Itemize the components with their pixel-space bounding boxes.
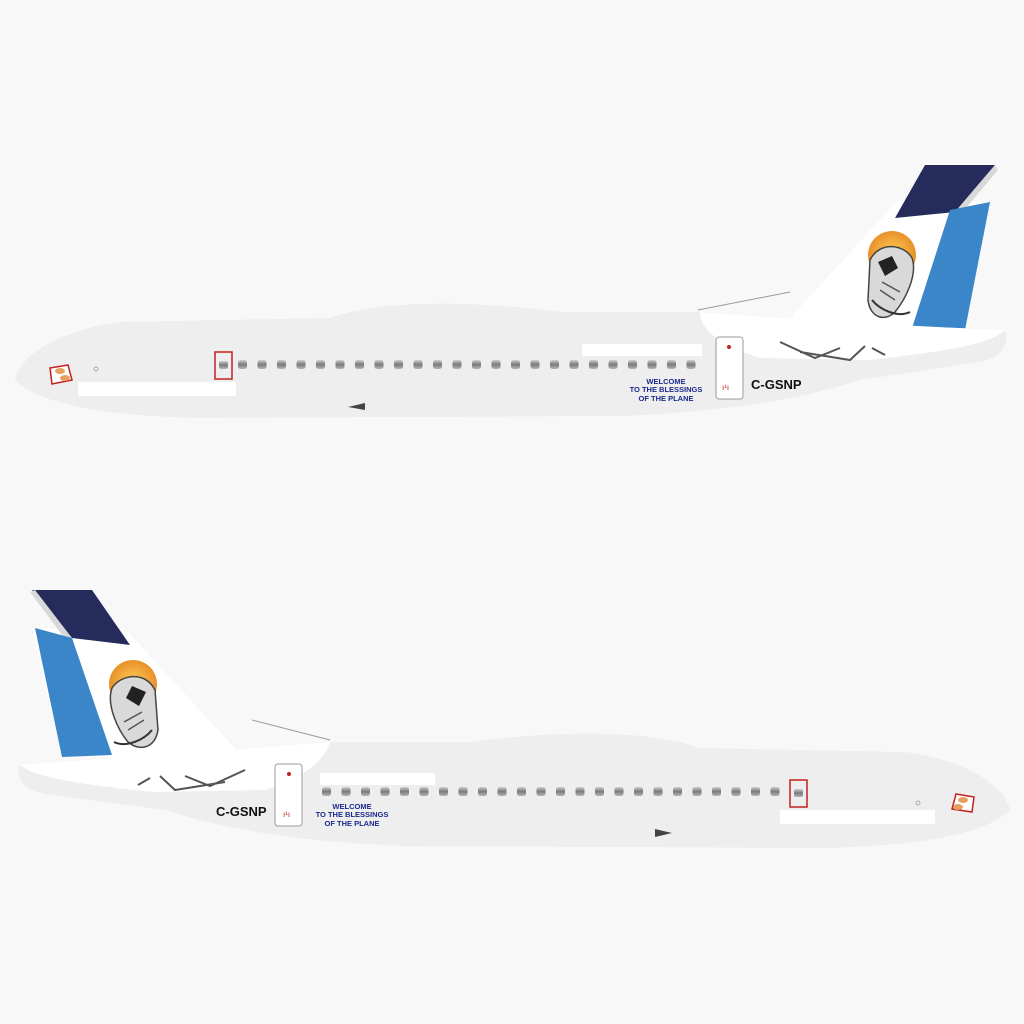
fuselage-stripe-rear: [320, 773, 435, 785]
cabin-window-icon: [589, 360, 598, 369]
cabin-window-icon: [472, 360, 481, 369]
eagle-with-sun-icon: [867, 231, 916, 319]
cabin-window-icon: [439, 787, 448, 796]
fuselage-upper-shine: [700, 312, 1005, 360]
cabin-window-icon: [634, 787, 643, 796]
cabin-window-icon: [491, 360, 501, 369]
welcome-text-line1: WELCOME: [646, 377, 685, 386]
cabin-window-icon: [413, 360, 423, 369]
cabin-window-icon: [316, 360, 325, 369]
cabin-window-icon: [277, 360, 286, 369]
welcome-text-line3: OF THE PLANE: [324, 819, 379, 828]
cabin-window-icon: [530, 360, 540, 369]
feather-tail-art: [137, 769, 246, 792]
cockpit-window-icon: [951, 793, 975, 813]
cabin-window-icon: [355, 360, 364, 369]
aircraft-left-side-view: ı¹ı WELCOME TO THE BLESSINGS OF THE PLAN…: [18, 590, 1010, 848]
cabin-window-icon: [322, 787, 331, 796]
fuselage-stripe-front: [780, 810, 935, 824]
cabin-window-icon: [556, 787, 565, 796]
fuselage-stripe-rear: [582, 344, 702, 356]
cabin-window-icon: [673, 787, 682, 796]
cabin-window-icon: [374, 360, 384, 369]
cabin-window-icon: [595, 787, 604, 796]
cabin-window-icon: [712, 787, 721, 796]
dorsal-fin-line: [251, 719, 331, 741]
cabin-window-icon: [575, 787, 585, 796]
welcome-text-line1: WELCOME: [332, 802, 371, 811]
cabin-window-icon: [458, 787, 468, 796]
cabin-window-icon: [400, 787, 409, 796]
cabin-window-icon: [647, 360, 657, 369]
aft-door: [715, 336, 744, 400]
cabin-window-icon: [770, 787, 780, 796]
cabin-window-icon: [361, 787, 370, 796]
cabin-window-icon: [257, 360, 267, 369]
tail-grey-stripe: [955, 165, 998, 215]
cockpit-window-icon: [49, 364, 73, 385]
cabin-window-icon: [692, 787, 702, 796]
welcome-text-line2: TO THE BLESSINGS: [316, 810, 389, 819]
dorsal-fin-line: [697, 291, 791, 311]
feather-tail-art: [779, 341, 886, 362]
svg-text:ı¹ı: ı¹ı: [283, 810, 290, 819]
cabin-window-icon: [550, 360, 559, 369]
antenna-icon: [348, 403, 365, 410]
tail-blue-panel: [35, 628, 112, 757]
welcome-text-line3: OF THE PLANE: [638, 394, 693, 403]
antenna-icon: [655, 829, 672, 837]
tail-blue-panel: [912, 202, 990, 330]
cabin-window-icon: [653, 787, 663, 796]
cabin-windows-row: [322, 787, 780, 796]
registration-text: C-GSNP: [216, 804, 267, 819]
cabin-window-icon: [686, 360, 696, 369]
cabin-window-icon: [335, 360, 345, 369]
tail-navy-tip: [32, 590, 130, 645]
eagle-with-sun-icon: [109, 660, 159, 749]
fuselage-upper-shine: [20, 742, 330, 792]
cabin-window-icon: [380, 787, 390, 796]
red-door-marker-icon: [789, 779, 808, 808]
cabin-window-icon: [511, 360, 520, 369]
aft-door: [274, 763, 303, 827]
tail-navy-tip: [895, 165, 995, 218]
red-door-marker-icon: [214, 351, 233, 380]
cabin-window-icon: [341, 787, 351, 796]
cabin-window-icon: [433, 360, 442, 369]
cabin-window-icon: [296, 360, 306, 369]
cabin-window-icon: [394, 360, 403, 369]
svg-text:ı¹ı: ı¹ı: [722, 383, 729, 392]
cabin-window-icon: [419, 787, 429, 796]
cabin-window-icon: [452, 360, 462, 369]
cabin-window-icon: [569, 360, 579, 369]
cabin-window-icon: [536, 787, 546, 796]
cabin-window-icon: [238, 360, 247, 369]
cabin-window-icon: [517, 787, 526, 796]
tail-grey-stripe: [30, 590, 72, 640]
aircraft-right-side-view: ı¹ı WELCOME TO THE BLESSINGS OF THE PLAN…: [15, 165, 1007, 418]
cabin-window-icon: [608, 360, 618, 369]
cabin-windows-row: [238, 360, 696, 369]
registration-text: C-GSNP: [751, 377, 802, 392]
cabin-window-icon: [497, 787, 507, 796]
cabin-window-icon: [628, 360, 637, 369]
cabin-window-icon: [667, 360, 676, 369]
cabin-window-icon: [614, 787, 624, 796]
cabin-window-icon: [478, 787, 487, 796]
fuselage-stripe-front: [78, 382, 236, 396]
cabin-window-icon: [731, 787, 741, 796]
welcome-text-line2: TO THE BLESSINGS: [630, 385, 703, 394]
cabin-window-icon: [751, 787, 760, 796]
